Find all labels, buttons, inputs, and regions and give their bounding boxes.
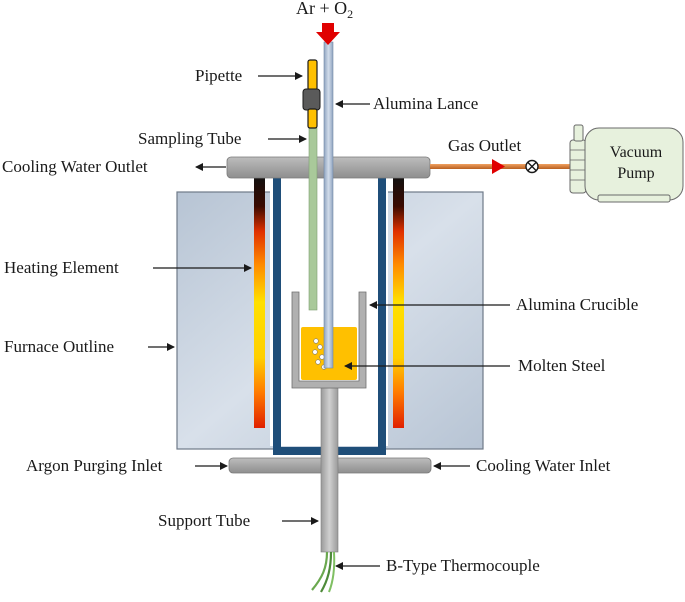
pipette-bulb [302, 88, 321, 111]
support-tube [320, 387, 339, 553]
thermocouple-wire-1 [311, 551, 329, 591]
label-alumina-crucible: Alumina Crucible [516, 295, 639, 314]
thermocouple-wire-3 [328, 551, 336, 593]
gas-inlet-text: Ar + O [296, 0, 348, 18]
vacuum-pump-label-line1: Vacuum [609, 144, 663, 161]
label-furnace-outline: Furnace Outline [4, 337, 114, 356]
gas-inlet-label: Ar + O2 [296, 0, 353, 24]
gas-inlet-arrow [316, 23, 340, 45]
label-support-tube: Support Tube [158, 511, 251, 530]
steel-bubble [319, 354, 325, 360]
alumina-lance [323, 41, 334, 369]
pipette-upper [307, 59, 318, 91]
label-alumina-lance: Alumina Lance [373, 94, 479, 113]
pipette-lower [307, 108, 318, 129]
vacuum-pump-label-line2: Pump [617, 165, 655, 182]
sampling-tube [308, 127, 318, 311]
gas-flow-arrow [492, 159, 505, 174]
steel-bubble [317, 344, 323, 350]
label-cooling-water-outlet: Cooling Water Outlet [2, 157, 148, 176]
heating-element-left [254, 176, 265, 428]
steel-bubble [313, 338, 319, 344]
alumina-crucible [291, 291, 367, 389]
heating-element-right [393, 176, 404, 428]
gas-inlet-subscript: 2 [347, 7, 354, 21]
steel-bubble [315, 359, 321, 365]
label-cooling-water-inlet: Cooling Water Inlet [476, 456, 611, 475]
label-sampling-tube: Sampling Tube [138, 129, 242, 148]
valve-icon [525, 159, 539, 174]
label-molten-steel: Molten Steel [518, 356, 606, 375]
vacuum-pump [569, 124, 684, 203]
steel-bubble [312, 349, 318, 355]
label-argon-purging-inlet: Argon Purging Inlet [26, 456, 163, 475]
label-gas-outlet: Gas Outlet [448, 136, 522, 155]
thermocouple-wire-2 [320, 551, 333, 593]
label-heating-element: Heating Element [4, 258, 119, 277]
label-pipette: Pipette [195, 66, 243, 85]
label-b-type-thermocouple: B-Type Thermocouple [386, 556, 540, 575]
